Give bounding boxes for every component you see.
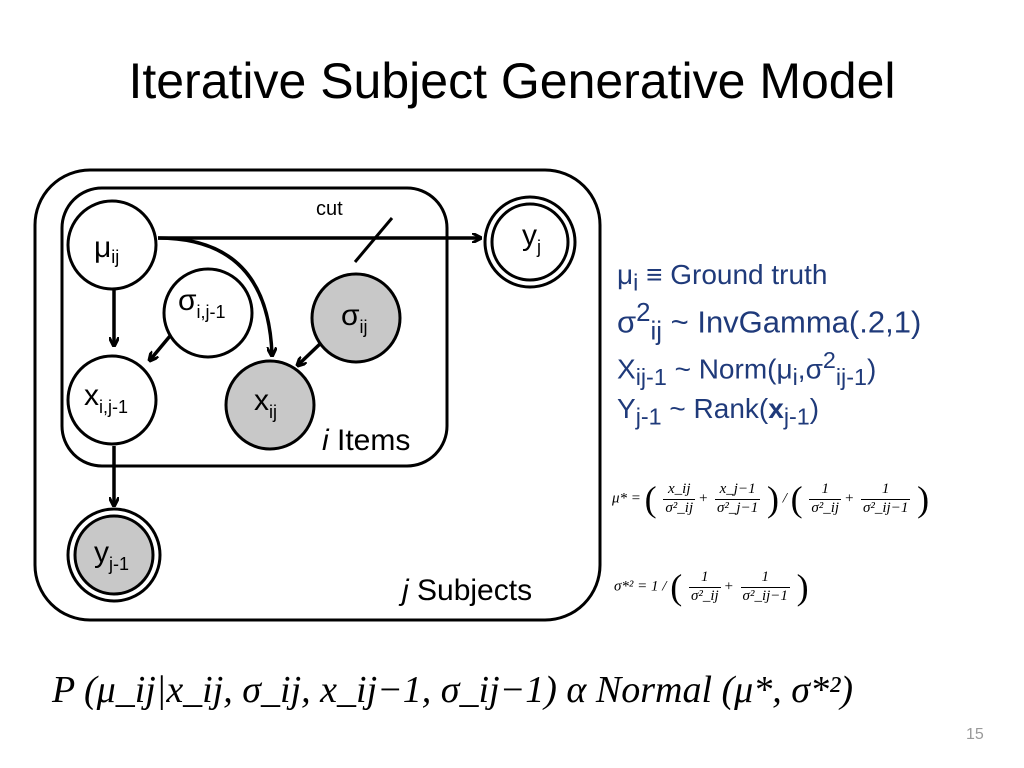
- slide-title: Iterative Subject Generative Model: [128, 53, 896, 109]
- subjects-plate: [33, 168, 602, 622]
- items-plate: [60, 186, 449, 468]
- page-number: 15: [966, 726, 984, 743]
- legend-y-rank: Yj-1 ~ Rank(xj-1): [617, 392, 820, 430]
- legend-sigma-prior: σ2ij ~ InvGamma(.2,1): [617, 298, 922, 346]
- svg-text:σij: σij: [341, 299, 368, 337]
- svg-text:xij: xij: [254, 384, 277, 422]
- svg-text:xi,j-1: xi,j-1: [84, 379, 128, 417]
- svg-text:μij: μij: [94, 231, 119, 267]
- node-x-i-jminus1: xi,j-1: [66, 354, 158, 446]
- subjects-plate-label: j Subjects: [398, 574, 532, 607]
- node-y-j: yj: [483, 195, 577, 289]
- legend-ground-truth: μi ≡ Ground truth: [617, 259, 828, 296]
- legend-x-likelihood: Xij-1 ~ Norm(μi,σ2ij-1): [617, 347, 877, 390]
- node-sigma-i-jminus1: σi,j-1: [162, 267, 254, 359]
- posterior-formula: P (μ_ij|x_ij, σ_ij, x_ij−1, σ_ij−1) α No…: [52, 669, 854, 711]
- items-plate-label: i Items: [322, 424, 410, 457]
- svg-text:yj: yj: [522, 219, 541, 257]
- edge-mu-to-x: [157, 236, 272, 355]
- node-mu-ij: μij: [66, 199, 158, 291]
- node-y-jminus1: yj-1: [66, 507, 162, 603]
- model-legend: μi ≡ Ground truth σ2ij ~ InvGamma(.2,1) …: [617, 258, 921, 432]
- cut-line: [353, 217, 394, 263]
- svg-text:σi,j-1: σi,j-1: [178, 284, 226, 322]
- svg-text:yj-1: yj-1: [94, 536, 129, 574]
- cut-label: cut: [316, 198, 343, 220]
- node-sigma-ij: σij: [310, 272, 402, 364]
- edge-sigma-to-x: [298, 340, 324, 365]
- node-x-ij: xij: [224, 359, 316, 451]
